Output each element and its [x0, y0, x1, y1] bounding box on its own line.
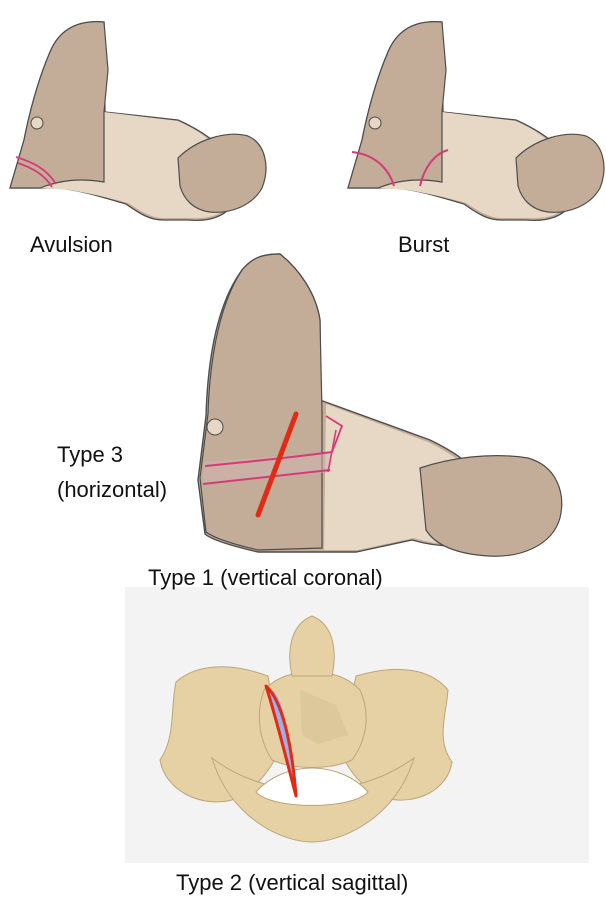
- burst-vertebra: [348, 22, 604, 221]
- type2-render: [125, 587, 589, 863]
- avulsion-label: Avulsion: [30, 234, 113, 256]
- burst-label: Burst: [398, 234, 449, 256]
- type1-tubercle: [207, 419, 223, 435]
- type3-sublabel: (horizontal): [57, 479, 167, 501]
- type1-vertebra: [198, 254, 562, 556]
- burst-tubercle: [369, 117, 381, 129]
- avulsion-odontoid: [10, 22, 108, 188]
- type3-label: Type 3: [57, 444, 123, 466]
- avulsion-vertebra: [10, 22, 266, 221]
- type1-lateral-mass: [420, 456, 562, 557]
- burst-odontoid: [348, 22, 446, 188]
- type2-label: Type 2 (vertical sagittal): [176, 872, 408, 894]
- type1-label: Type 1 (vertical coronal): [148, 567, 383, 589]
- avulsion-tubercle: [31, 117, 43, 129]
